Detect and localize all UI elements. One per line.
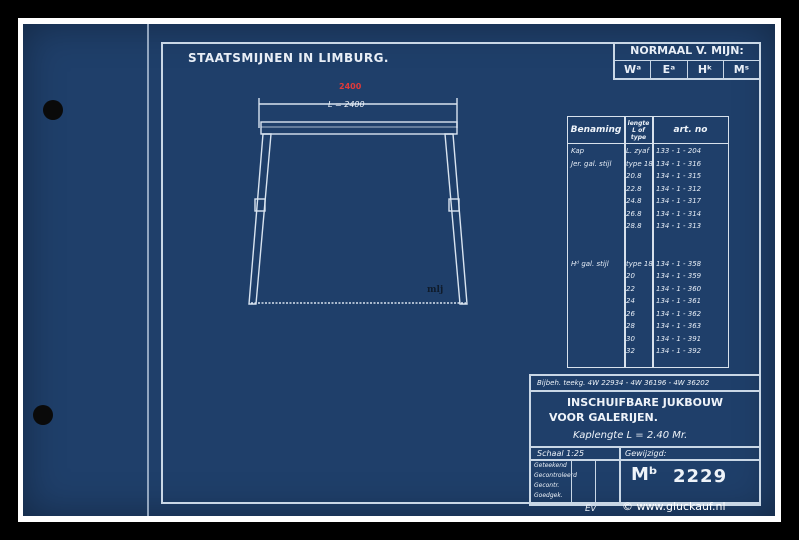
row-name: Jer. gal. stijl [571, 159, 612, 168]
row-art: 133 - 1 - 204 [656, 147, 702, 155]
table-row [568, 247, 728, 258]
row-type: 22.8 [626, 184, 642, 193]
table-row: 20.8 134 - 1 - 315 [568, 172, 728, 183]
row-type: type 18 [626, 259, 653, 268]
row-art: 134 - 1 - 315 [656, 172, 702, 180]
header-art-no: art. no [673, 124, 708, 135]
row-type: 26 [626, 309, 635, 318]
table-row: 20 134 - 1 - 359 [568, 272, 728, 283]
table-row: 26.8 134 - 1 - 314 [568, 210, 728, 221]
scale: Schaal 1:25 [537, 449, 585, 458]
row-type: 20 [626, 272, 635, 280]
row-type: L. zyaf [626, 147, 649, 155]
blueprint-sheet: STAATSMIJNEN IN LIMBURG. NORMAAL V. MIJN… [23, 24, 775, 516]
row-geteekend: Geteekend [534, 462, 567, 469]
row-art: 134 - 1 - 314 [656, 209, 702, 218]
binding-margin-line [147, 24, 149, 516]
table-row: 22 134 - 1 - 360 [568, 285, 728, 296]
row-type: 22 [626, 284, 635, 293]
row-art: 134 - 1 - 313 [656, 222, 702, 230]
frame-drawing [248, 98, 468, 305]
row-type: 28 [626, 322, 635, 330]
company-title: STAATSMIJNEN IN LIMBURG. [188, 51, 389, 65]
table-row: 24 134 - 1 - 361 [568, 297, 728, 308]
table-row [568, 235, 728, 246]
parts-table: Benaming lengte L of type art. no Kap L. … [567, 116, 729, 368]
row-art: 134 - 1 - 392 [656, 347, 702, 355]
table-row: 24.8 134 - 1 - 317 [568, 197, 728, 208]
table-row: 26 134 - 1 - 362 [568, 310, 728, 321]
row-type: type 18 [626, 159, 653, 168]
header-lengte: lengte L of type [627, 119, 650, 141]
norm-row: Wᵃ Eᵃ Hᵏ Mˢ [615, 60, 759, 79]
row-gecontr: Gecontr. [534, 482, 560, 489]
norm-cell-w: Wᵃ [615, 61, 652, 79]
red-stamp: 2400 [339, 82, 362, 91]
row-art: 134 - 1 - 316 [656, 159, 702, 168]
table-row: Kap L. zyaf 133 - 1 - 204 [568, 147, 728, 158]
row-type: 28.8 [626, 222, 642, 230]
drawing-title-line1: INSCHUIFBARE JUKBOUW [566, 396, 724, 409]
row-name: Hᵈ gal. stijl [571, 259, 609, 268]
drawing-border [161, 42, 761, 504]
row-name: Kap [571, 147, 585, 155]
table-row: 32 134 - 1 - 392 [568, 347, 728, 358]
watermark: © www.gluckauf.nl [622, 500, 726, 513]
norm-cell-h: Hᵏ [688, 61, 724, 79]
norm-title: NORMAAL V. MIJN: [630, 44, 744, 57]
punch-hole-bottom [33, 405, 53, 425]
row-type: 20.8 [626, 172, 642, 180]
table-row: 30 134 - 1 - 391 [568, 335, 728, 346]
row-type: 26.8 [626, 209, 642, 218]
row-type: 32 [626, 347, 635, 355]
row-type: 24 [626, 297, 635, 305]
row-goedgek: Goedgek. [534, 492, 563, 499]
cap-length: Kaplengte L = 2.40 Mr. [573, 430, 688, 441]
title-block: Bijbeh. teekg. 4W 22934 - 4W 36196 - 4W … [529, 374, 761, 506]
row-art: 134 - 1 - 358 [656, 259, 702, 268]
parts-table-header [568, 117, 728, 144]
drawing-title-line2: VOOR GALERIJEN. [549, 411, 658, 424]
row-art: 134 - 1 - 361 [656, 297, 702, 305]
signature: Ev [585, 504, 597, 514]
punch-hole-top [43, 100, 63, 120]
row-type: 24.8 [626, 197, 642, 205]
norm-cell-m: Mˢ [733, 63, 749, 76]
row-art: 134 - 1 - 312 [656, 184, 702, 193]
row-art: 134 - 1 - 360 [656, 284, 702, 293]
row-art: 134 - 1 - 317 [656, 197, 702, 205]
table-row: 28.8 134 - 1 - 313 [568, 222, 728, 233]
drawing-mark: Mᵇ [631, 464, 658, 485]
row-type: 30 [626, 334, 635, 343]
dimension-label: L = 2400 [328, 100, 365, 109]
row-art: 134 - 1 - 362 [656, 309, 702, 318]
norm-cell-e: Eᵃ [651, 61, 688, 79]
header-benaming: Benaming [570, 124, 622, 135]
changed-label: Gewijzigd: [625, 449, 667, 458]
row-art: 134 - 1 - 359 [656, 272, 702, 280]
table-row: 22.8 134 - 1 - 312 [568, 185, 728, 196]
left-clamp [254, 198, 266, 212]
right-leg [444, 133, 468, 305]
row-art: 134 - 1 - 391 [656, 334, 702, 343]
table-row: 28 134 - 1 - 363 [568, 322, 728, 333]
norm-box: NORMAAL V. MIJN: Wᵃ Eᵃ Hᵏ Mˢ [613, 42, 761, 80]
right-clamp [448, 198, 460, 212]
drawing-number: 2229 [673, 466, 728, 487]
row-art: 134 - 1 - 363 [656, 322, 702, 330]
row-gecontroleerd: Gecontroleerd [534, 472, 577, 479]
initials: mlj [427, 285, 444, 295]
left-leg [248, 133, 272, 305]
cap-beam [260, 121, 458, 135]
reference-drawings: Bijbeh. teekg. 4W 22934 - 4W 36196 - 4W … [537, 379, 710, 387]
